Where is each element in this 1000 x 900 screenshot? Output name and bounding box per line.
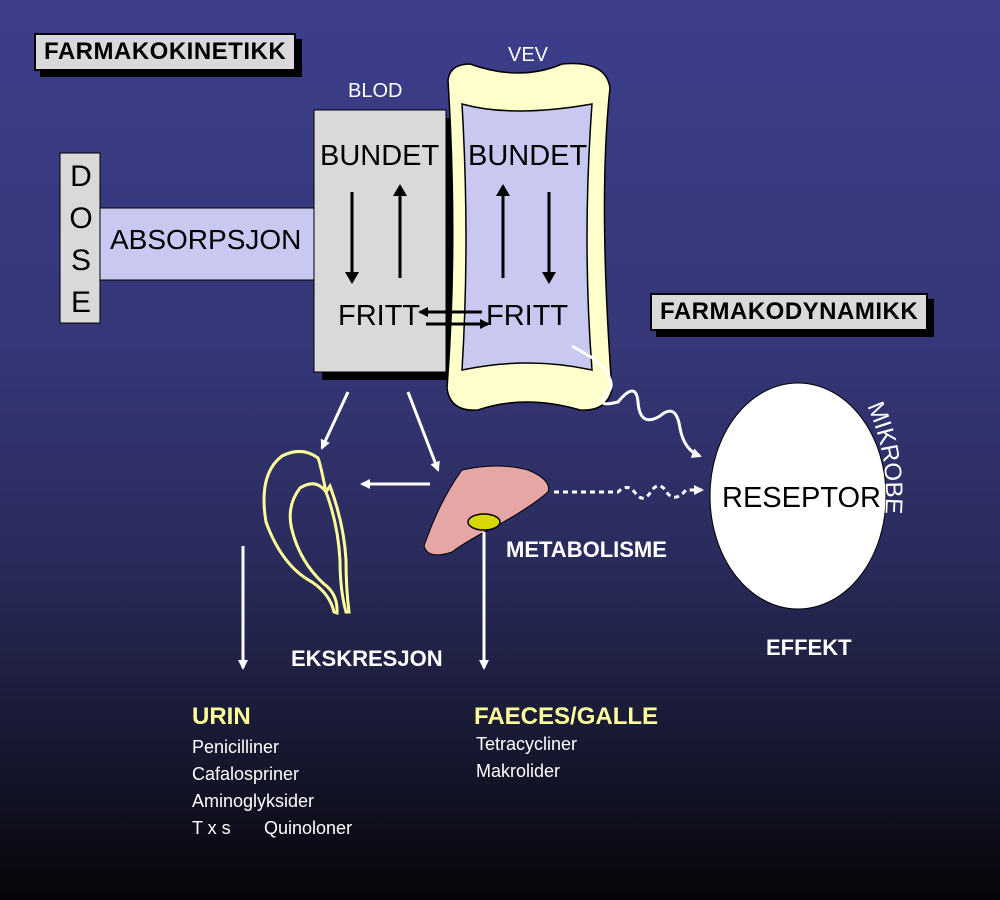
vev-to-receptor-wave xyxy=(571,344,702,458)
list-item: Makrolider xyxy=(476,761,561,781)
list-item-part: Quinoloner xyxy=(264,818,353,838)
dose-letter: E xyxy=(70,286,91,319)
effekt-label: EFFEKT xyxy=(766,635,852,660)
absorpsjon-label: ABSORPSJON xyxy=(110,224,302,255)
list-item: Cafalospriner xyxy=(192,764,300,784)
dose-letter: O xyxy=(69,202,93,235)
dose-letter: S xyxy=(70,244,91,277)
reseptor-label: RESEPTOR xyxy=(722,482,882,514)
ekskresjon-label: EKSKRESJON xyxy=(291,646,443,671)
dose-letter: D xyxy=(70,160,92,193)
vev-inner xyxy=(461,102,593,371)
list-item-part: T x s xyxy=(192,818,231,838)
blod-fritt-label: FRITT xyxy=(338,300,421,332)
vev-fritt-label: FRITT xyxy=(486,300,569,332)
list-item: Aminoglyksider xyxy=(192,791,315,811)
urin-list: Penicilliner Cafalospriner Aminoglykside… xyxy=(192,734,352,842)
blod-box xyxy=(313,109,447,373)
metabolisme-label: METABOLISME xyxy=(506,537,667,562)
blood-to-kidney-arrow xyxy=(320,391,350,450)
absorpsjon-bar xyxy=(99,207,317,281)
dose-label: D O S E xyxy=(62,156,100,324)
list-item: Tetracycliner xyxy=(476,734,578,754)
liver-shape xyxy=(423,465,550,556)
blod-label: BLOD xyxy=(348,80,403,102)
urin-heading: URIN xyxy=(192,703,251,730)
vev-bundet-label: BUNDET xyxy=(468,140,588,172)
metabolism-to-receptor-dotted xyxy=(554,484,704,500)
faeces-list: Tetracycliner Makrolider xyxy=(476,731,577,785)
gallbladder-shape xyxy=(467,513,501,531)
farmakodynamikk-title: FARMAKODYNAMIKK xyxy=(650,293,929,331)
dose-box xyxy=(59,152,101,324)
faeces-heading: FAECES/GALLE xyxy=(474,703,659,730)
farmakokinetikk-title: FARMAKOKINETIKK xyxy=(34,33,297,71)
kidney-shape xyxy=(262,450,351,616)
blod-bundet-label: BUNDET xyxy=(320,140,440,172)
receptor-circle xyxy=(709,382,887,610)
vev-label: VEV xyxy=(508,44,549,66)
blood-to-liver-arrow xyxy=(406,391,440,472)
list-item: T x s Quinoloner xyxy=(192,815,352,842)
list-item: Penicilliner xyxy=(192,737,280,757)
